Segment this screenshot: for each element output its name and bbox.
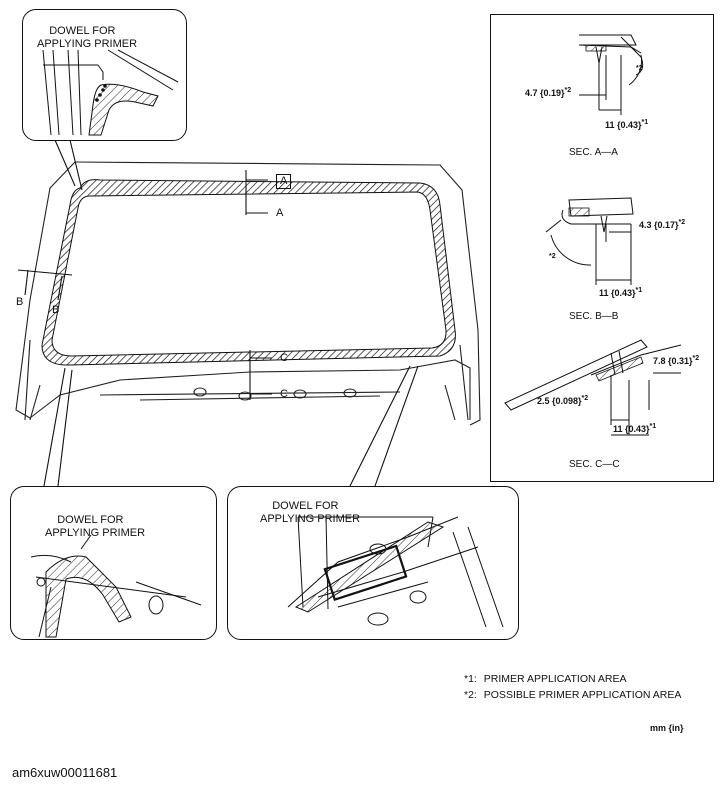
callout-title: DOWEL FOR APPLYING PRIMER [37,12,137,64]
section-b-dim2: 11 {0.43}*1 [599,287,642,298]
section-b-dim1: 4.3 {0.17}*2 [639,219,685,230]
section-c-dim1: 7.8 {0.31}*2 [653,355,699,366]
section-a-dim1: 4.7 {0.19}*2 [525,87,571,98]
callout-detail-drawing [30,534,202,638]
callout-bottom-left: DOWEL FOR APPLYING PRIMER [10,486,217,640]
section-a-dim2: 11 {0.43}*1 [605,119,648,130]
section-b-drawing [545,197,634,285]
section-c-dim3-value: 11 {0.43} [613,424,650,434]
legend-text: PRIMER APPLICATION AREA [483,673,627,685]
section-c-dim1-value: 7.8 {0.31} [653,356,693,366]
section-b-dim1-sup: *2 [678,219,686,226]
section-c-dim3: 11 {0.43}*1 [613,423,656,434]
section-c-dim2: 2.5 {0.098}*2 [537,395,588,406]
section-a-dim1-value: 4.7 {0.19} [525,88,565,98]
section-b-dim2-sup: *1 [635,287,643,294]
callout-detail-drawing [42,49,179,136]
section-a-dim2-sup: *1 [641,119,649,126]
section-a-angle-sup: *2 [636,65,643,72]
legend-key: *2: [464,689,477,701]
callout-title-text: DOWEL FOR APPLYING PRIMER [37,25,138,50]
primer-ring [41,179,456,366]
section-marker-a-bottom: A [276,207,284,219]
section-b-title: SEC. B—B [569,311,619,322]
section-c-dim3-sup: *1 [649,423,657,430]
section-b-angle-label: *2 [549,253,556,264]
callout-bottom-right: DOWEL FOR APPLYING PRIMER [227,486,519,640]
callout-top-left: DOWEL FOR APPLYING PRIMER [22,9,187,141]
callout-title-text: DOWEL FOR APPLYING PRIMER [260,500,361,525]
section-marker-b-left: B [16,296,24,308]
section-lines [17,170,272,400]
section-c-title: SEC. C—C [569,459,620,470]
section-c-dim2-sup: *2 [581,395,589,402]
section-c-dim1-sup: *2 [692,355,700,362]
legend-key: *1: [464,673,477,685]
document-id: am6xuw00011681 [12,765,118,780]
section-marker-c-top: C [280,352,288,364]
section-a-title: SEC. A—A [569,147,618,158]
sections-panel: *2 4.7 {0.19}*2 11 {0.43}*1 SEC. A—A 4.3… [490,14,714,482]
section-a-dim1-sup: *2 [564,87,572,94]
section-c-drawing [504,339,682,436]
callout-detail-drawing [287,516,504,628]
section-a-dim2-value: 11 {0.43} [605,120,642,130]
legend-text: POSSIBLE PRIMER APPLICATION AREA [483,689,682,701]
callout-title-text: DOWEL FOR APPLYING PRIMER [45,514,146,539]
legend-item-2: *2: POSSIBLE PRIMER APPLICATION AREA [464,689,681,701]
callout-leaders [43,139,419,487]
units-label: mm {in} [650,723,684,733]
section-marker-a-top: A [276,174,292,189]
section-c-dim2-value: 2.5 {0.098} [537,396,582,406]
section-marker-b-right: B [52,304,60,316]
section-marker-c-bottom: C [280,388,288,400]
section-a-angle-label: *2 [636,65,643,76]
vehicle-body-outline [15,161,481,426]
section-a-drawing [578,34,644,115]
section-b-dim2-value: 11 {0.43} [599,288,636,298]
callout-title: DOWEL FOR APPLYING PRIMER [45,501,145,553]
section-b-dim1-value: 4.3 {0.17} [639,220,679,230]
section-b-angle-sup: *2 [549,253,556,260]
callout-title: DOWEL FOR APPLYING PRIMER [260,487,360,539]
legend-item-1: *1: PRIMER APPLICATION AREA [464,673,627,685]
